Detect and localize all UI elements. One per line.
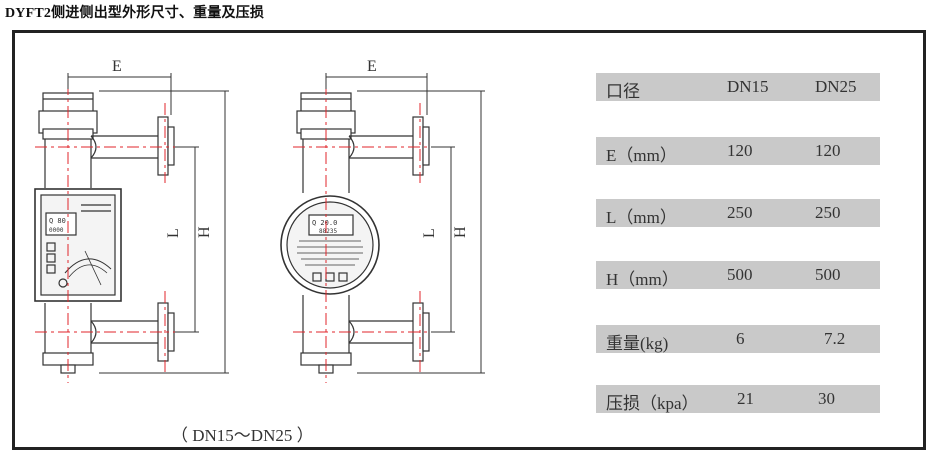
page-title: DYFT2侧进侧出型外形尺寸、重量及压损 [5, 6, 265, 21]
row-label: L（mm） [606, 208, 677, 227]
row-label: 重量(kg) [606, 334, 669, 353]
dim-h-right-label: H [452, 226, 469, 238]
dim-e-right-label: E [367, 58, 377, 75]
value-dn25: 500 [815, 265, 841, 284]
dim-l-left-label: L [165, 228, 182, 238]
flowmeter-drawings: Q 80 0000 [34, 58, 485, 383]
row-label: 压损（kpa） [606, 394, 699, 413]
value-dn25: 120 [815, 141, 841, 160]
table-row-h: H（mm） 500 500 [596, 261, 880, 289]
right-view-dimensions [325, 73, 485, 374]
left-view-dimensions [67, 73, 229, 374]
value-dn15: 6 [736, 329, 745, 348]
value-dn25: 7.2 [824, 329, 846, 348]
svg-text:0000: 0000 [49, 227, 64, 234]
size-range-caption: （ DN15～DN25 ） [171, 426, 314, 445]
dim-e-left-label: E [112, 58, 122, 75]
table-row-l: L（mm） 250 250 [596, 199, 880, 227]
row-label: H（mm） [606, 270, 679, 289]
dim-h-left-label: H [196, 226, 213, 238]
value-dn15: 250 [727, 203, 753, 222]
value-dn25: 250 [815, 203, 841, 222]
svg-text:Q 80: Q 80 [49, 217, 66, 225]
svg-text:88235: 88235 [319, 228, 337, 235]
left-view-drawing: Q 80 0000 [34, 92, 175, 374]
right-view-drawing: Q 20.0 88235 [280, 92, 430, 374]
table-row-header: 口径 DN15 DN25 [596, 73, 880, 101]
svg-text:Q 20.0: Q 20.0 [312, 219, 337, 227]
value-dn25: 30 [818, 389, 835, 408]
row-label: E（mm） [606, 146, 677, 165]
left-view-centerlines [35, 83, 183, 383]
table-row-e: E（mm） 120 120 [596, 137, 880, 165]
right-view-centerlines [293, 83, 439, 383]
value-dn15: 21 [737, 389, 754, 408]
spec-panel: Q 80 0000 [12, 30, 926, 450]
table-row-weight: 重量(kg) 6 7.2 [596, 325, 880, 353]
value-dn15: 120 [727, 141, 753, 160]
table-row-pressure-loss: 压损（kpa） 21 30 [596, 385, 880, 413]
row-label: 口径 [606, 82, 640, 101]
col-dn15: DN15 [727, 77, 769, 96]
dim-l-right-label: L [421, 228, 438, 238]
col-dn25: DN25 [815, 77, 857, 96]
value-dn15: 500 [727, 265, 753, 284]
